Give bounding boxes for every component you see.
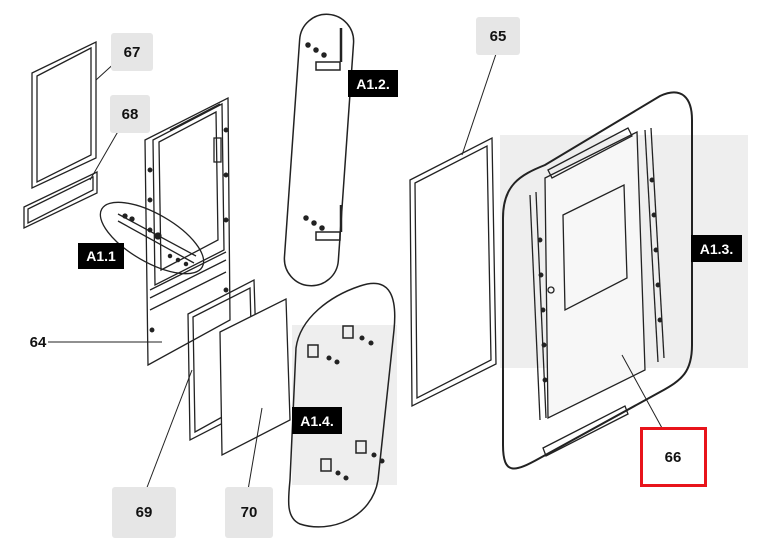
- part-68-strip: [23, 170, 98, 230]
- callout-tag-a11: A1.1: [78, 243, 124, 269]
- leader-lines: [48, 47, 663, 491]
- callout-tag-a13: A1.3.: [691, 235, 742, 262]
- callout-tag-a12: A1.2.: [348, 70, 398, 97]
- part-65-gasket: [409, 136, 497, 408]
- part-label-66: 66: [664, 448, 682, 466]
- leader-70: [247, 407, 263, 491]
- callout-a11-detail: [99, 201, 205, 275]
- part-label-70: 70: [225, 487, 273, 538]
- callout-tag-a14: A1.4.: [292, 407, 342, 434]
- part-70-pane: [219, 297, 291, 457]
- part-66-door: [529, 127, 665, 457]
- leader-68: [89, 127, 121, 181]
- part-label-65: 65: [476, 17, 520, 55]
- callout-a13-outline: [502, 91, 693, 470]
- leader-69: [145, 369, 193, 491]
- callout-a12-detail: [283, 13, 355, 287]
- part-label-67: 67: [111, 33, 153, 71]
- part-64-frame: [144, 96, 231, 367]
- leader-65: [461, 47, 499, 156]
- part-label-68: 68: [110, 95, 150, 133]
- part-67-gasket: [31, 40, 97, 190]
- bg-panel-a14: [292, 325, 397, 485]
- callout-a14-detail: [287, 282, 396, 528]
- leader-66: [621, 354, 663, 429]
- part-label-69: 69: [112, 487, 176, 538]
- part-label-64: 64: [29, 333, 47, 351]
- part-66-highlight-box: [640, 427, 707, 487]
